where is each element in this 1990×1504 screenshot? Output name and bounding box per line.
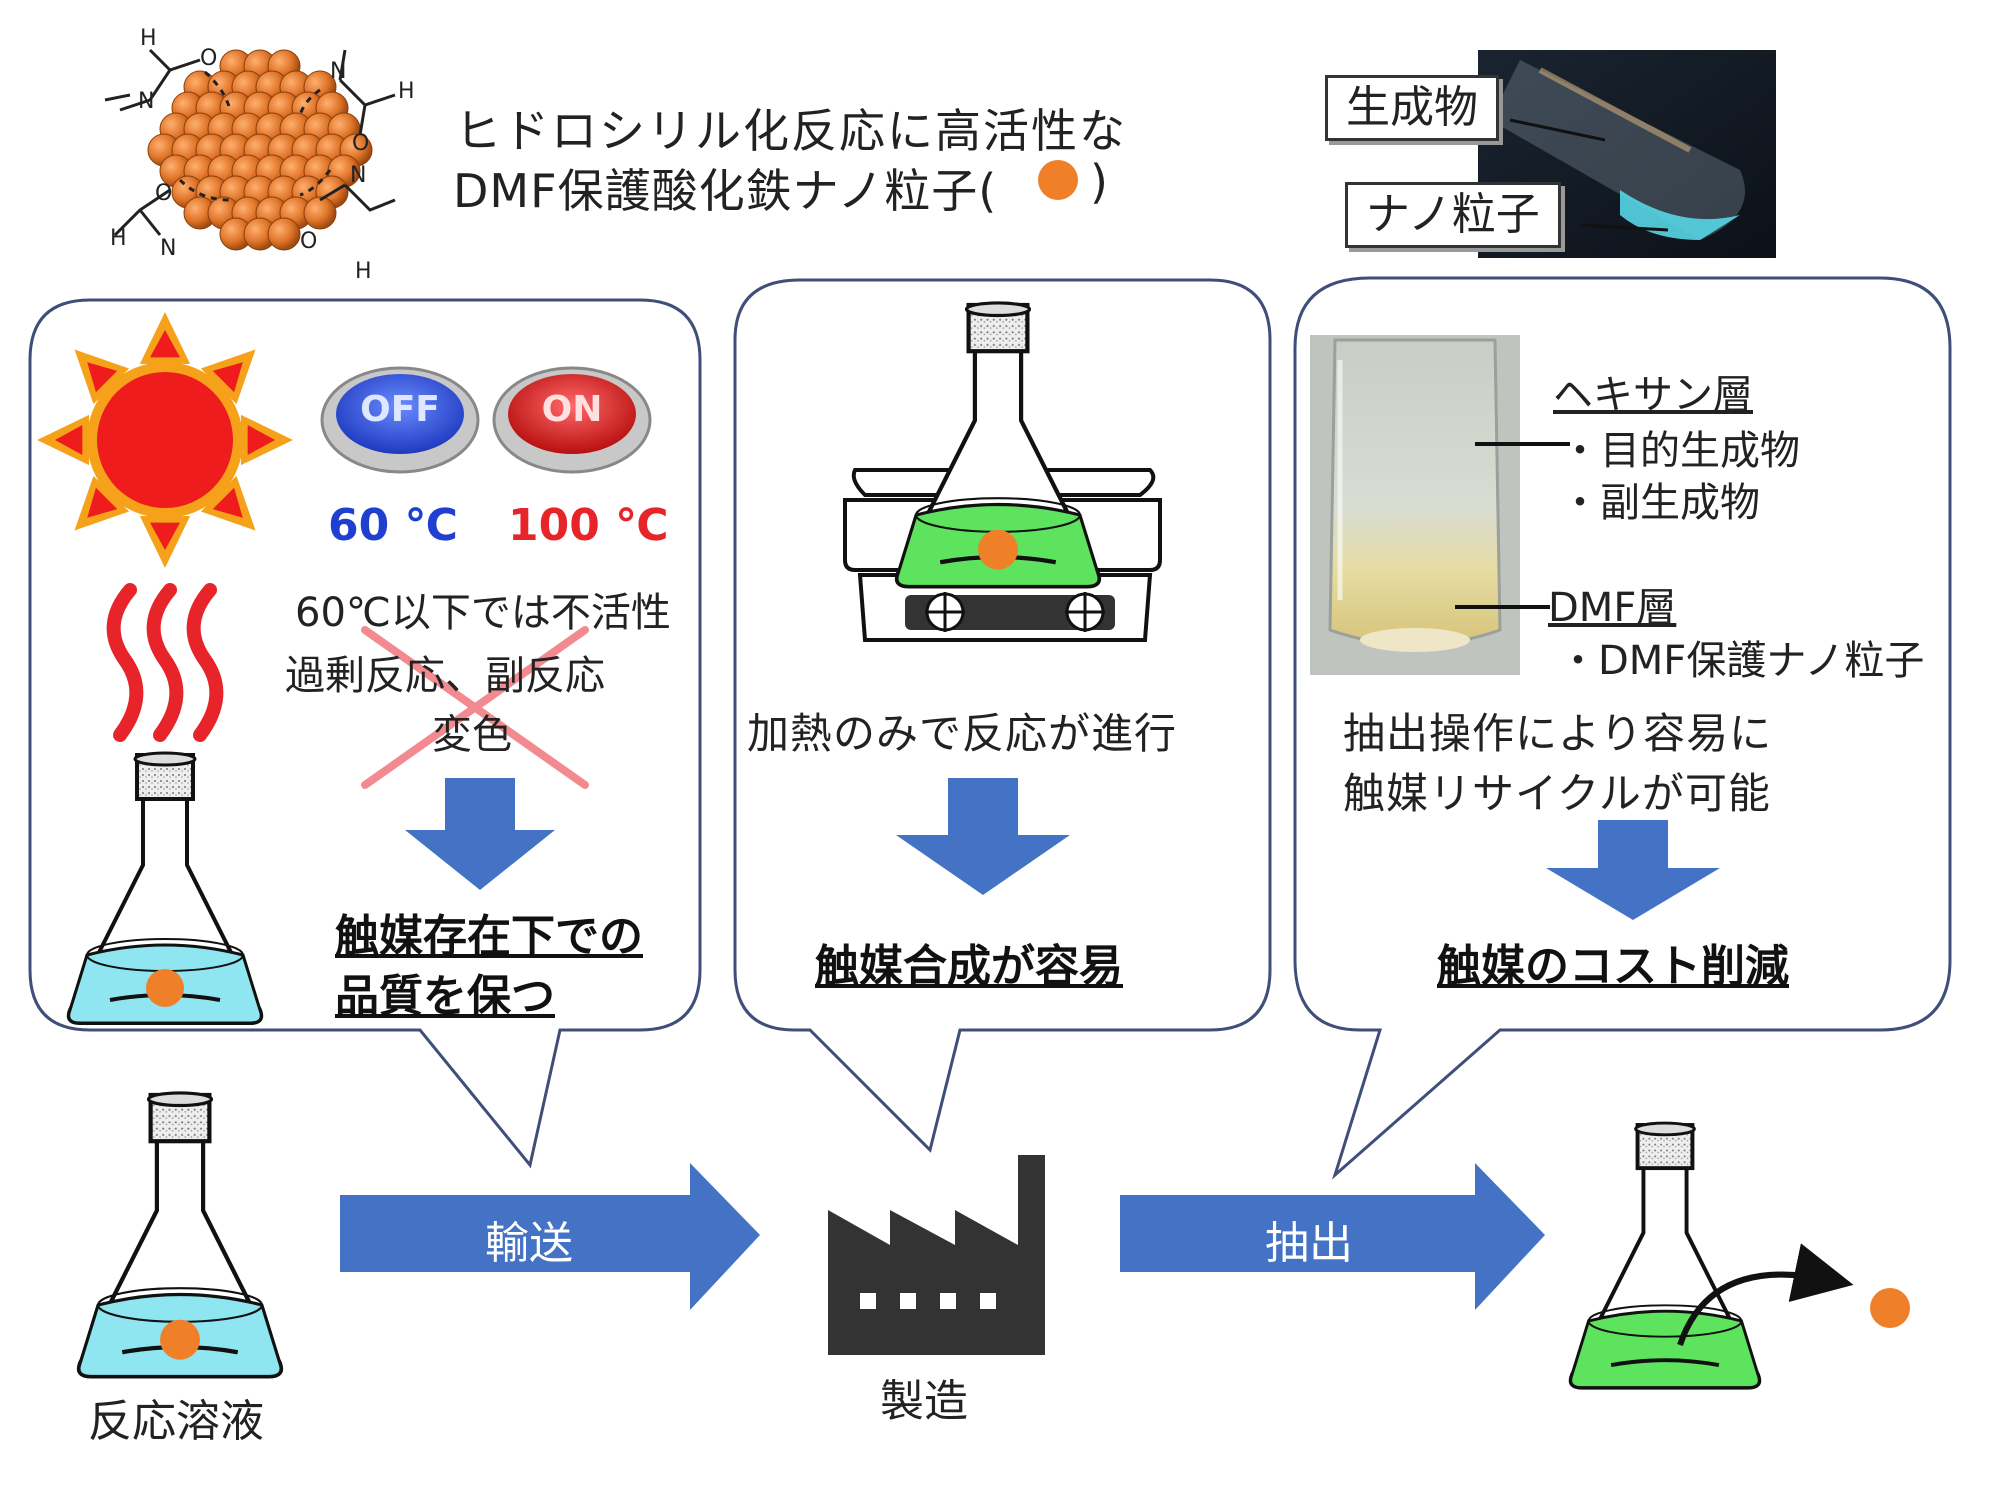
vial-photo xyxy=(1310,335,1520,675)
product-label: 生成物 xyxy=(1325,75,1499,141)
discoloration-note: 変色 xyxy=(432,712,512,758)
factory-icon xyxy=(828,1155,1045,1355)
header-title-line2: DMF保護酸化鉄ナノ粒子( xyxy=(453,164,998,218)
quality-result-line1: 触媒存在下での xyxy=(335,911,643,962)
reaction-flask-icon xyxy=(76,1091,284,1379)
svg-text:O: O xyxy=(155,181,172,206)
nanoparticle-cluster-illustration: H O N N H O H N O N O H xyxy=(104,26,415,284)
transport-label: 輸送 xyxy=(485,1218,573,1269)
svg-text:H: H xyxy=(398,79,415,104)
nanoparticle-label: ナノ粒子 xyxy=(1345,182,1561,248)
off-button-icon xyxy=(320,366,480,474)
on-button-label: ON xyxy=(541,389,603,430)
extracted-nanoparticle-icon xyxy=(1870,1288,1910,1328)
dmf-layer-label: DMF層 xyxy=(1548,585,1677,631)
heated-flask-icon xyxy=(894,301,1102,589)
svg-text:N: N xyxy=(350,163,366,188)
header-title-line2-end: ) xyxy=(1090,155,1108,209)
hexane-item-byproduct: ・副生成物 xyxy=(1560,480,1760,526)
extraction-arrow xyxy=(1120,1163,1545,1310)
temp-high-label: 100 ℃ xyxy=(508,500,669,551)
dmf-item-nanoparticle: ・DMF保護ナノ粒子 xyxy=(1558,638,1925,684)
extracted-flask-icon xyxy=(1568,1121,1762,1390)
side-reaction-note: 過剰反応、副反応 xyxy=(285,653,605,699)
inactive-note: 60℃以下では不活性 xyxy=(295,590,671,636)
off-button-label: OFF xyxy=(360,389,440,430)
sun-icon xyxy=(37,312,293,568)
svg-text:N: N xyxy=(160,236,176,261)
hexane-item-target: ・目的生成物 xyxy=(1560,428,1800,474)
extraction-curve-arrow xyxy=(1677,1243,1854,1346)
heat-waves-icon xyxy=(106,583,224,742)
reaction-solution-label: 反応溶液 xyxy=(88,1396,264,1447)
manufacturing-label: 製造 xyxy=(880,1376,968,1427)
speech-bubble-middle xyxy=(733,278,1272,1153)
extraction-note-line1: 抽出操作により容易に xyxy=(1343,709,1773,758)
extraction-note-line2: 触媒リサイクルが可能 xyxy=(1343,769,1771,818)
svg-text:N: N xyxy=(138,89,154,114)
flask-icon xyxy=(66,751,264,1025)
down-arrow-right xyxy=(1546,820,1720,920)
svg-text:H: H xyxy=(355,259,372,284)
hexane-layer-label: ヘキサン層 xyxy=(1553,372,1753,418)
cost-reduction-result: 触媒のコスト削減 xyxy=(1437,941,1789,992)
svg-text:O: O xyxy=(200,46,217,71)
svg-text:O: O xyxy=(352,131,369,156)
down-arrow-left xyxy=(405,778,555,890)
heating-note: 加熱のみで反応が進行 xyxy=(747,709,1178,758)
on-button-icon xyxy=(492,366,652,474)
svg-text:N: N xyxy=(330,59,346,84)
quality-result-line2: 品質を保つ xyxy=(335,971,555,1022)
temp-low-label: 60 ℃ xyxy=(328,500,458,551)
cross-out-mark xyxy=(361,626,589,789)
svg-text:O: O xyxy=(300,229,317,254)
nanoparticle-symbol-icon xyxy=(1038,160,1078,200)
down-arrow-middle xyxy=(896,778,1070,895)
svg-text:H: H xyxy=(140,26,157,51)
svg-text:H: H xyxy=(110,226,127,251)
transport-arrow xyxy=(340,1163,760,1310)
header-title-line1: ヒドロシリル化反応に高活性な xyxy=(455,104,1127,158)
extraction-label: 抽出 xyxy=(1265,1218,1353,1269)
easy-synthesis-result: 触媒合成が容易 xyxy=(815,941,1123,992)
